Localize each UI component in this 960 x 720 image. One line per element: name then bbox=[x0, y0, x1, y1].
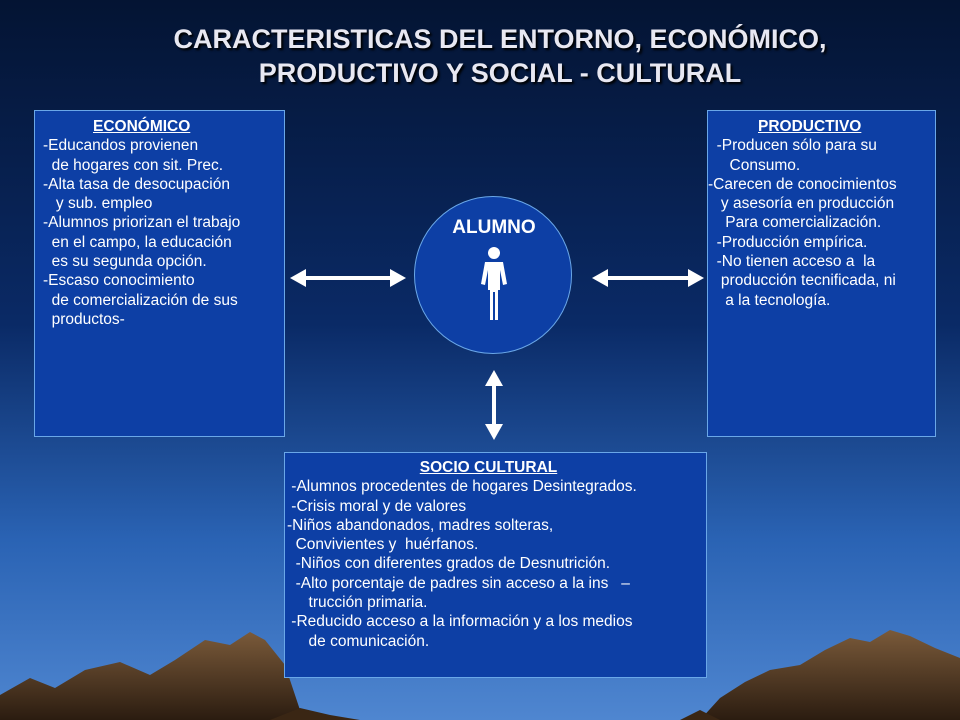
down-double-arrow bbox=[485, 370, 503, 440]
economico-line: de comercialización de sus bbox=[43, 291, 238, 309]
socio-cultural-line: -Crisis moral y de valores bbox=[287, 497, 467, 515]
economico-line: y sub. empleo bbox=[43, 195, 153, 213]
socio-cultural-line: de comunicación. bbox=[287, 632, 430, 650]
socio-cultural-line: -Alumnos procedentes de hogares Desinteg… bbox=[287, 478, 637, 496]
page-title: CARACTERISTICAS DEL ENTORNO, ECONÓMICO, … bbox=[60, 22, 940, 90]
economico-line: -Alta tasa de desocupación bbox=[43, 175, 230, 193]
title-line-1: CARACTERISTICAS DEL ENTORNO, ECONÓMICO, bbox=[173, 24, 827, 54]
economico-box: ECONÓMICO -Educandos provienen de hogare… bbox=[34, 110, 285, 437]
productivo-line: -Producción empírica. bbox=[708, 233, 868, 251]
productivo-line: Consumo. bbox=[708, 156, 801, 174]
socio-cultural-line: Convivientes y huérfanos. bbox=[287, 536, 479, 554]
socio-cultural-heading: SOCIO CULTURAL bbox=[419, 459, 558, 476]
left-double-arrow bbox=[290, 269, 406, 287]
economico-line: de hogares con sit. Prec. bbox=[43, 156, 224, 174]
socio-cultural-line: trucción primaria. bbox=[287, 594, 428, 612]
economico-line: -Alumnos priorizan el trabajo bbox=[43, 214, 241, 232]
right-double-arrow bbox=[592, 269, 704, 287]
productivo-line: -No tienen acceso a la bbox=[708, 253, 876, 271]
socio-cultural-line: -Niños abandonados, madres solteras, bbox=[287, 516, 554, 534]
productivo-box: PRODUCTIVO -Producen sólo para su Consum… bbox=[707, 110, 936, 437]
socio-cultural-line: -Niños con diferentes grados de Desnutri… bbox=[287, 555, 611, 573]
productivo-line: -Carecen de conocimientos bbox=[708, 175, 897, 193]
person-icon bbox=[481, 247, 507, 320]
socio-cultural-line: -Alto porcentaje de padres sin acceso a … bbox=[287, 574, 630, 592]
economico-heading: ECONÓMICO bbox=[93, 118, 191, 135]
economico-line: es su segunda opción. bbox=[43, 253, 207, 271]
productivo-line: producción tecnificada, ni bbox=[708, 272, 896, 290]
economico-line: en el campo, la educación bbox=[43, 233, 232, 251]
productivo-line: Para comercialización. bbox=[708, 214, 882, 232]
socio-cultural-box: SOCIO CULTURAL -Alumnos procedentes de h… bbox=[284, 452, 707, 678]
mountain-range-background bbox=[0, 630, 960, 720]
socio-cultural-line: -Reducido acceso a la información y a lo… bbox=[287, 613, 633, 631]
economico-line: productos- bbox=[43, 310, 125, 328]
economico-line: -Educandos provienen bbox=[43, 137, 199, 155]
economico-line: -Escaso conocimiento bbox=[43, 272, 195, 290]
productivo-heading: PRODUCTIVO bbox=[758, 118, 862, 135]
productivo-line: a la tecnología. bbox=[708, 291, 831, 309]
productivo-line: y asesoría en producción bbox=[708, 195, 895, 213]
title-line-2: PRODUCTIVO Y SOCIAL - CULTURAL bbox=[258, 58, 742, 88]
alumno-label: ALUMNO bbox=[452, 217, 536, 238]
productivo-line: -Producen sólo para su bbox=[708, 137, 877, 155]
